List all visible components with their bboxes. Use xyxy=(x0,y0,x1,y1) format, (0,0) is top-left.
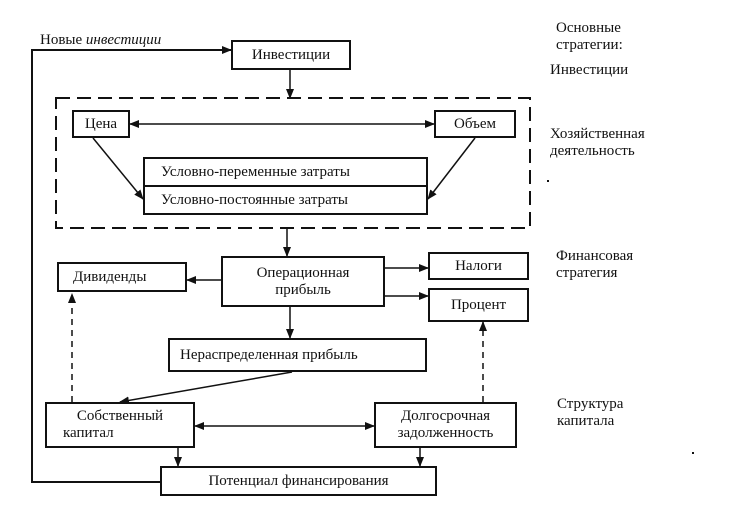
operating-profit-label-line2: прибыль xyxy=(275,281,331,298)
strategies-title-line2: стратегии: xyxy=(556,37,623,53)
sidebar-economic-activity-line1: Хозяйственная xyxy=(550,126,645,142)
sidebar-investments: Инвестиции xyxy=(550,62,628,79)
retained-earnings-label: Нераспределенная прибыль xyxy=(180,346,358,363)
new-investment-label-plain: Новые xyxy=(40,32,86,48)
investments-box-label: Инвестиции xyxy=(251,46,331,63)
sidebar-financial-strategy: Финансовая стратегия xyxy=(556,248,633,282)
new-investment-label-italic: инвестиции xyxy=(85,32,162,48)
interest-label: Процент xyxy=(450,296,507,313)
sidebar-financial-strategy-line1: Финансовая xyxy=(556,248,634,264)
financing-potential-box: Потенциал финансирования xyxy=(160,466,437,496)
price-box-label: Цена xyxy=(84,115,118,132)
dividends-box: Дивиденды xyxy=(57,262,187,292)
financing-potential-label: Потенциал финансирования xyxy=(208,472,389,489)
taxes-label: Налоги xyxy=(455,257,502,274)
retained-earnings-box: Нераспределенная прибыль xyxy=(168,338,427,372)
sidebar-investments-label: Инвестиции xyxy=(550,62,629,78)
investments-box: Инвестиции xyxy=(231,40,351,70)
sidebar-economic-activity-line2: деятельность xyxy=(550,143,635,159)
equity-label-line2: капитал xyxy=(63,425,114,441)
strategies-title-line1: Основные xyxy=(556,20,621,36)
taxes-box: Налоги xyxy=(428,252,529,280)
fixed-costs-label: Условно-постоянные затраты xyxy=(161,191,348,208)
scan-speck xyxy=(692,452,694,454)
fixed-costs-box: Условно-постоянные затраты xyxy=(143,185,428,215)
sidebar-financial-strategy-line2: стратегия xyxy=(556,265,618,281)
new-investment-label: Новые инвестиции xyxy=(40,32,161,49)
scan-speck xyxy=(547,180,549,182)
new-investment-loop-line xyxy=(31,46,232,483)
variable-costs-box: Условно-переменные затраты xyxy=(143,157,428,187)
price-box: Цена xyxy=(72,110,130,138)
operating-profit-label-line1: Операционная xyxy=(256,264,350,281)
operating-profit-box: Операционная прибыль xyxy=(221,256,385,307)
long-term-debt-label-line2: задолженность xyxy=(397,425,494,441)
equity-box: Собственный капитал xyxy=(45,402,195,448)
sidebar-economic-activity: Хозяйственная деятельность xyxy=(550,126,645,160)
variable-costs-label: Условно-переменные затраты xyxy=(161,163,350,180)
volume-box-label: Объем xyxy=(454,115,496,132)
sidebar-capital-structure-line2: капитала xyxy=(557,413,615,429)
equity-label-line1: Собственный xyxy=(76,408,164,424)
strategies-title: Основные стратегии: xyxy=(556,20,623,54)
arrow-volume-to-costs xyxy=(427,137,476,200)
long-term-debt-box: Долгосрочная задолженность xyxy=(374,402,517,448)
dividends-label: Дивиденды xyxy=(73,268,147,285)
arrow-price-to-costs xyxy=(92,137,144,200)
arrow-retained-to-equity xyxy=(119,371,293,405)
sidebar-capital-structure: Структура капитала xyxy=(557,396,623,430)
volume-box: Объем xyxy=(434,110,516,138)
long-term-debt-label-line1: Долгосрочная xyxy=(400,408,491,424)
interest-box: Процент xyxy=(428,288,529,322)
sidebar-capital-structure-line1: Структура xyxy=(557,396,624,412)
